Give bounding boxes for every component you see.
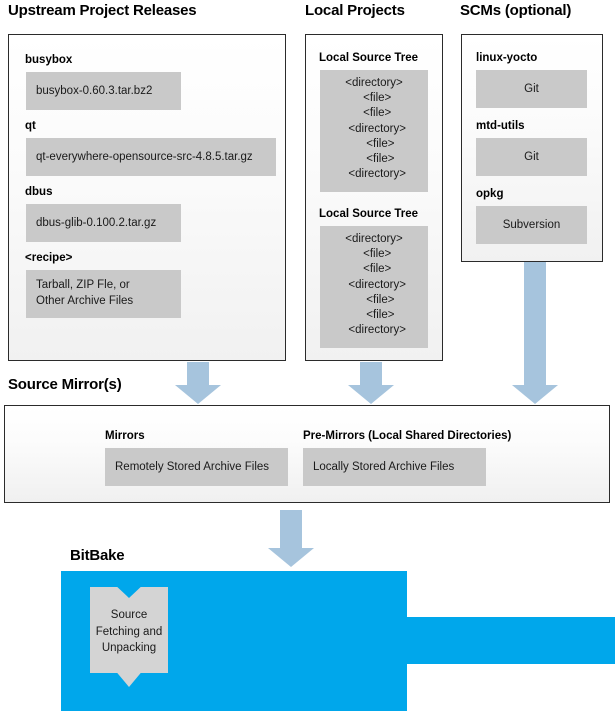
tree-line: <directory>	[342, 168, 406, 181]
task-line2: Fetching and	[95, 625, 163, 638]
scms-item-label-linux-yocto: linux-yocto	[476, 52, 538, 64]
bitbake-heading: BitBake	[70, 547, 125, 564]
local-source-tree-block-2: <directory> <file> <file> <directory> <f…	[320, 226, 428, 348]
scms-item-label-mtd-utils: mtd-utils	[476, 120, 525, 132]
bitbake-pipeline-extension	[404, 617, 615, 664]
upstream-item-label-qt: qt	[25, 120, 36, 132]
scms-item-value-mtd-utils: Git	[476, 138, 587, 176]
local-projects-panel: Local Source Tree <directory> <file> <fi…	[305, 34, 443, 361]
tree-line: <file>	[356, 92, 392, 105]
tree-line: <file>	[356, 248, 392, 261]
mirrors-group-value: Remotely Stored Archive Files	[105, 448, 288, 486]
source-mirror-heading: Source Mirror(s)	[8, 376, 122, 393]
upstream-item-value-dbus: dbus-glib-0.100.2.tar.gz	[26, 204, 181, 242]
tree-line: <file>	[353, 308, 395, 321]
arrow-local-to-mirror	[348, 362, 394, 404]
tree-line: <directory>	[342, 324, 406, 337]
task-line1: Source	[110, 608, 148, 621]
task-line3: Unpacking	[101, 642, 157, 655]
tree-line: <file>	[356, 107, 392, 120]
upstream-item-label-dbus: dbus	[25, 186, 53, 198]
tree-line: <file>	[353, 152, 395, 165]
tree-line: <directory>	[345, 77, 403, 89]
local-source-tree-label-2: Local Source Tree	[319, 208, 419, 220]
upstream-item-value-busybox: busybox-0.60.3.tar.bz2	[26, 72, 181, 110]
tree-line: <file>	[356, 263, 392, 276]
upstream-panel: busybox busybox-0.60.3.tar.bz2 qt qt-eve…	[8, 34, 286, 361]
upstream-item-label-recipe: <recipe>	[25, 252, 73, 264]
upstream-item-label-busybox: busybox	[25, 54, 73, 66]
tree-line: <directory>	[345, 233, 403, 245]
local-source-tree-block-1: <directory> <file> <file> <directory> <f…	[320, 70, 428, 192]
local-source-tree-label-1: Local Source Tree	[319, 52, 419, 64]
local-projects-heading: Local Projects	[305, 2, 405, 19]
arrow-scms-to-mirror	[512, 262, 558, 404]
arrow-mirror-to-bitbake	[268, 510, 314, 570]
tree-line: <file>	[353, 137, 395, 150]
mirrors-group-label: Mirrors	[105, 430, 145, 442]
arrow-upstream-to-mirror	[175, 362, 221, 404]
pre-mirrors-group-value: Locally Stored Archive Files	[303, 448, 486, 486]
recipe-value-line1: Tarball, ZIP Fle, or	[36, 279, 130, 292]
source-fetching-and-unpacking-task: Source Fetching and Unpacking	[90, 587, 168, 687]
source-mirror-panel: Mirrors Remotely Stored Archive Files Pr…	[4, 405, 610, 503]
scms-item-value-linux-yocto: Git	[476, 70, 587, 108]
recipe-value-line2: Other Archive Files	[36, 295, 134, 307]
upstream-item-value-recipe: Tarball, ZIP Fle, or Other Archive Files	[26, 270, 181, 318]
scms-heading: SCMs (optional)	[460, 2, 572, 19]
tree-line: <directory>	[342, 122, 406, 135]
tree-line: <directory>	[342, 278, 406, 291]
upstream-item-value-qt: qt-everywhere-opensource-src-4.8.5.tar.g…	[26, 138, 276, 176]
scms-item-label-opkg: opkg	[476, 188, 504, 200]
scms-panel: linux-yocto Git mtd-utils Git opkg Subve…	[461, 34, 603, 262]
scms-item-value-opkg: Subversion	[476, 206, 587, 244]
pre-mirrors-group-label: Pre-Mirrors (Local Shared Directories)	[303, 430, 512, 442]
tree-line: <file>	[353, 293, 395, 306]
upstream-heading: Upstream Project Releases	[8, 2, 197, 19]
